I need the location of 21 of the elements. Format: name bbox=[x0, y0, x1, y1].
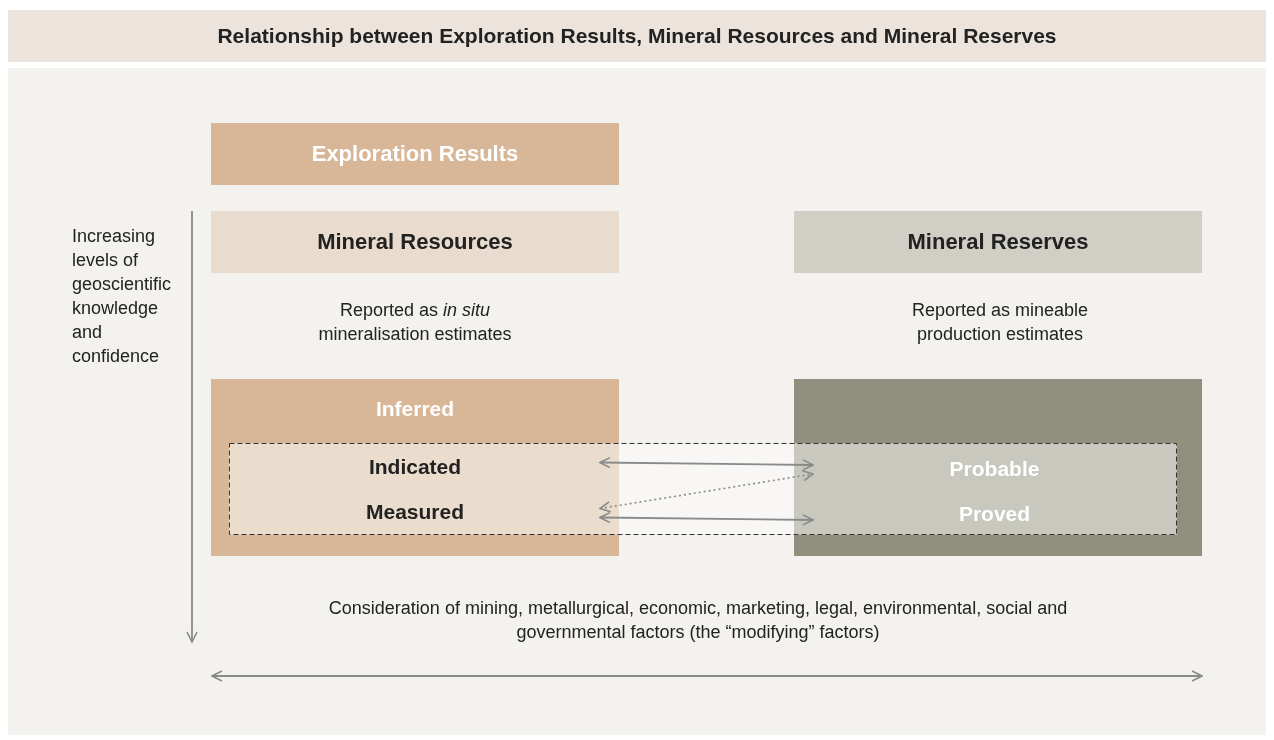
axis-label: Increasing levels of geoscientific knowledge and confidence bbox=[72, 225, 173, 368]
category-label: Probable bbox=[949, 457, 1040, 481]
classification-box bbox=[211, 379, 619, 556]
description-text: Consideration of mining, metallurgical, economic, marketing, legal, environmental, social and governmental factors (the “modifying” factors) bbox=[327, 597, 1069, 644]
double-arrow bbox=[599, 469, 814, 513]
classification-box bbox=[794, 379, 1202, 556]
category-box bbox=[211, 211, 619, 273]
category-box bbox=[211, 123, 619, 185]
description-text: Reported as mineable production estimates bbox=[910, 299, 1090, 346]
category-label: Proved bbox=[958, 502, 1031, 526]
category-label: Mineral Resources bbox=[317, 229, 513, 255]
category-label: Inferred bbox=[374, 397, 456, 421]
double-arrow bbox=[599, 456, 814, 471]
category-label: Exploration Results bbox=[311, 141, 519, 167]
category-box bbox=[794, 211, 1202, 273]
category-label: Indicated bbox=[368, 454, 462, 479]
category-label: Mineral Reserves bbox=[907, 229, 1089, 255]
title-band: Relationship between Exploration Results, Mineral Resources and Mineral Reserves bbox=[8, 10, 1266, 62]
category-label: Measured bbox=[365, 499, 464, 524]
description-text: Reported as in situ mineralisation estimates bbox=[317, 299, 513, 346]
double-arrow bbox=[599, 511, 814, 526]
